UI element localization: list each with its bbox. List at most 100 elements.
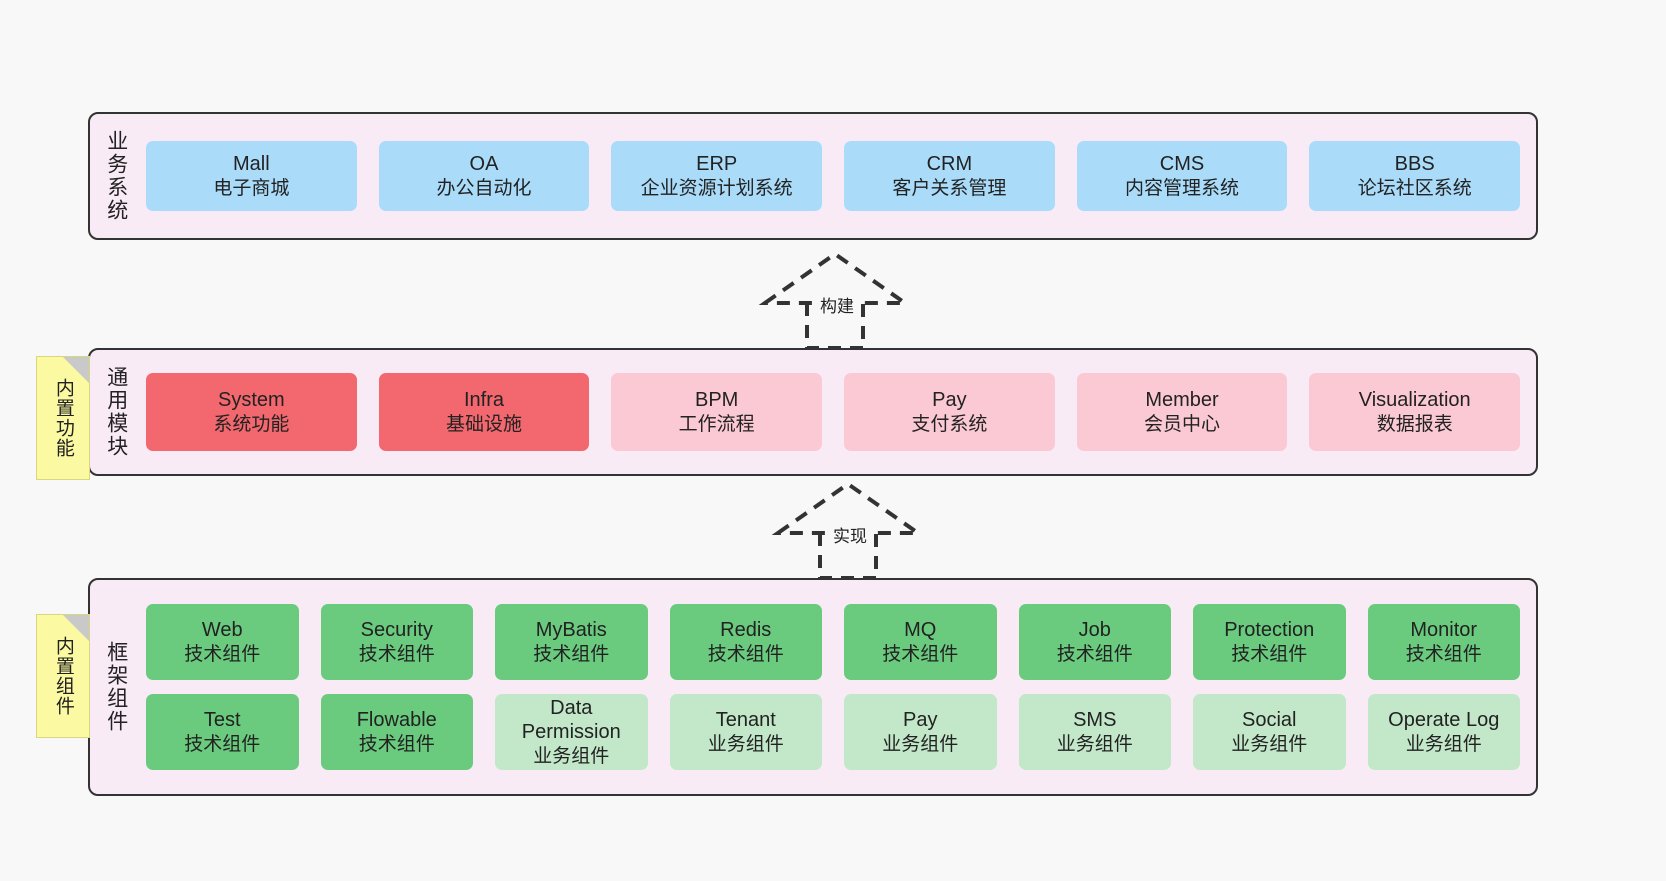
layer-row: Mall 电子商城 OA 办公自动化 ERP 企业资源计划系统 CRM 客户关系… [146, 141, 1521, 211]
node-mybatis[interactable]: MyBatis 技术组件 [495, 604, 648, 680]
node-subtitle: 办公自动化 [436, 177, 532, 199]
node-title: System [217, 389, 285, 412]
node-protection[interactable]: Protection 技术组件 [1193, 604, 1346, 680]
layer-common-modules: 通用模块 System 系统功能 Infra 基础设施 BPM 工作流程 Pay… [88, 348, 1538, 476]
note-label: 内置功能 [52, 378, 74, 458]
node-erp[interactable]: ERP 企业资源计划系统 [611, 141, 823, 211]
node-title: Infra [463, 389, 505, 412]
node-subtitle: 会员中心 [1144, 413, 1221, 435]
node-subtitle: 技术组件 [1405, 643, 1482, 665]
node-title: Mall [233, 153, 270, 176]
connector-implement-label: 实现 [831, 522, 869, 547]
node-subtitle: 业务组件 [707, 733, 784, 755]
node-subtitle: 技术组件 [1056, 643, 1133, 665]
node-bbs[interactable]: BBS 论坛社区系统 [1309, 141, 1521, 211]
node-subtitle: 技术组件 [184, 643, 261, 665]
layer-title-business-systems: 业务系统 [104, 130, 128, 222]
node-tenant[interactable]: Tenant 业务组件 [669, 694, 822, 770]
layer-body-framework-components: Web 技术组件 Security 技术组件 MyBatis 技术组件 Redi… [142, 580, 1536, 794]
node-mq[interactable]: MQ 技术组件 [844, 604, 997, 680]
node-title: Job [1078, 619, 1111, 642]
node-web[interactable]: Web 技术组件 [146, 604, 299, 680]
node-subtitle: 技术组件 [1231, 643, 1308, 665]
node-title: Social [1242, 709, 1297, 732]
node-system[interactable]: System 系统功能 [146, 373, 357, 451]
node-title: ERP [696, 153, 738, 176]
node-member[interactable]: Member 会员中心 [1076, 373, 1288, 451]
node-title: Protection [1224, 619, 1315, 642]
node-subtitle: 技术组件 [707, 643, 784, 665]
node-monitor[interactable]: Monitor 技术组件 [1367, 604, 1520, 680]
node-subtitle: 工作流程 [678, 413, 755, 435]
layer-title-common-modules: 通用模块 [104, 366, 128, 458]
node-title: CRM [926, 153, 973, 176]
layer-body-business-systems: Mall 电子商城 OA 办公自动化 ERP 企业资源计划系统 CRM 客户关系… [142, 114, 1536, 238]
node-title: Security [360, 619, 433, 642]
node-subtitle: 业务组件 [1056, 733, 1133, 755]
connector-build: 构建 [745, 248, 925, 358]
node-flowable[interactable]: Flowable 技术组件 [320, 694, 473, 770]
node-subtitle: 企业资源计划系统 [640, 177, 793, 199]
note-builtin-function: 内置功能 [36, 356, 90, 480]
connector-implement: 实现 [758, 478, 938, 588]
layer-framework-components: 框架组件 Web 技术组件 Security 技术组件 MyBatis 技术组件… [88, 578, 1538, 796]
node-subtitle: 系统功能 [213, 413, 290, 435]
node-title: Flowable [356, 709, 437, 732]
node-title: Visualization [1358, 389, 1471, 412]
node-subtitle: 业务组件 [1405, 733, 1482, 755]
node-infra[interactable]: Infra 基础设施 [378, 373, 590, 451]
node-title: CMS [1159, 153, 1205, 176]
note-builtin-component: 内置组件 [36, 614, 90, 738]
node-subtitle: 技术组件 [882, 643, 959, 665]
node-subtitle: 业务组件 [533, 745, 610, 767]
node-sms[interactable]: SMS 业务组件 [1018, 694, 1171, 770]
node-job[interactable]: Job 技术组件 [1018, 604, 1171, 680]
node-title: Operate Log [1388, 709, 1500, 732]
node-title: BBS [1394, 153, 1435, 176]
node-subtitle: 技术组件 [533, 643, 610, 665]
node-pay-business[interactable]: Pay 业务组件 [844, 694, 997, 770]
connector-build-label: 构建 [818, 292, 856, 317]
layer-row: System 系统功能 Infra 基础设施 BPM 工作流程 Pay 支付系统… [146, 373, 1521, 451]
node-operate-log[interactable]: Operate Log 业务组件 [1367, 694, 1520, 770]
node-bpm[interactable]: BPM 工作流程 [611, 373, 823, 451]
note-label: 内置组件 [52, 636, 74, 716]
node-subtitle: 论坛社区系统 [1357, 177, 1472, 199]
node-data-permission[interactable]: Data Permission 业务组件 [495, 694, 648, 770]
node-title: Redis [720, 619, 772, 642]
node-subtitle: 技术组件 [358, 643, 435, 665]
node-title: Tenant [715, 709, 776, 732]
node-title: SMS [1073, 709, 1117, 732]
node-subtitle: 技术组件 [358, 733, 435, 755]
node-subtitle: 技术组件 [184, 733, 261, 755]
node-title: MQ [904, 619, 937, 642]
node-security[interactable]: Security 技术组件 [320, 604, 473, 680]
node-title: Web [201, 619, 243, 642]
node-subtitle: 业务组件 [1231, 733, 1308, 755]
node-crm[interactable]: CRM 客户关系管理 [844, 141, 1055, 211]
layer-row: Web 技术组件 Security 技术组件 MyBatis 技术组件 Redi… [146, 604, 1520, 680]
node-social[interactable]: Social 业务组件 [1193, 694, 1346, 770]
layer-business-systems: 业务系统 Mall 电子商城 OA 办公自动化 ERP 企业资源计划系统 CRM… [88, 112, 1538, 240]
node-pay[interactable]: Pay 支付系统 [844, 373, 1055, 451]
node-test[interactable]: Test 技术组件 [146, 694, 299, 770]
node-subtitle: 支付系统 [911, 413, 988, 435]
node-cms[interactable]: CMS 内容管理系统 [1076, 141, 1288, 211]
node-subtitle: 数据报表 [1376, 413, 1453, 435]
node-redis[interactable]: Redis 技术组件 [669, 604, 822, 680]
node-oa[interactable]: OA 办公自动化 [378, 141, 590, 211]
node-visualization[interactable]: Visualization 数据报表 [1309, 373, 1521, 451]
node-subtitle: 基础设施 [446, 413, 523, 435]
node-subtitle: 客户关系管理 [892, 177, 1007, 199]
layer-body-common-modules: System 系统功能 Infra 基础设施 BPM 工作流程 Pay 支付系统… [142, 350, 1536, 474]
node-title: BPM [695, 389, 739, 412]
node-title: OA [469, 153, 499, 176]
layer-row: Test 技术组件 Flowable 技术组件 Data Permission … [146, 694, 1520, 770]
node-title: MyBatis [535, 619, 607, 642]
node-title: Test [203, 709, 241, 732]
node-title: Data Permission [521, 697, 621, 744]
node-mall[interactable]: Mall 电子商城 [146, 141, 357, 211]
node-subtitle: 电子商城 [213, 177, 290, 199]
node-title: Pay [903, 709, 938, 732]
